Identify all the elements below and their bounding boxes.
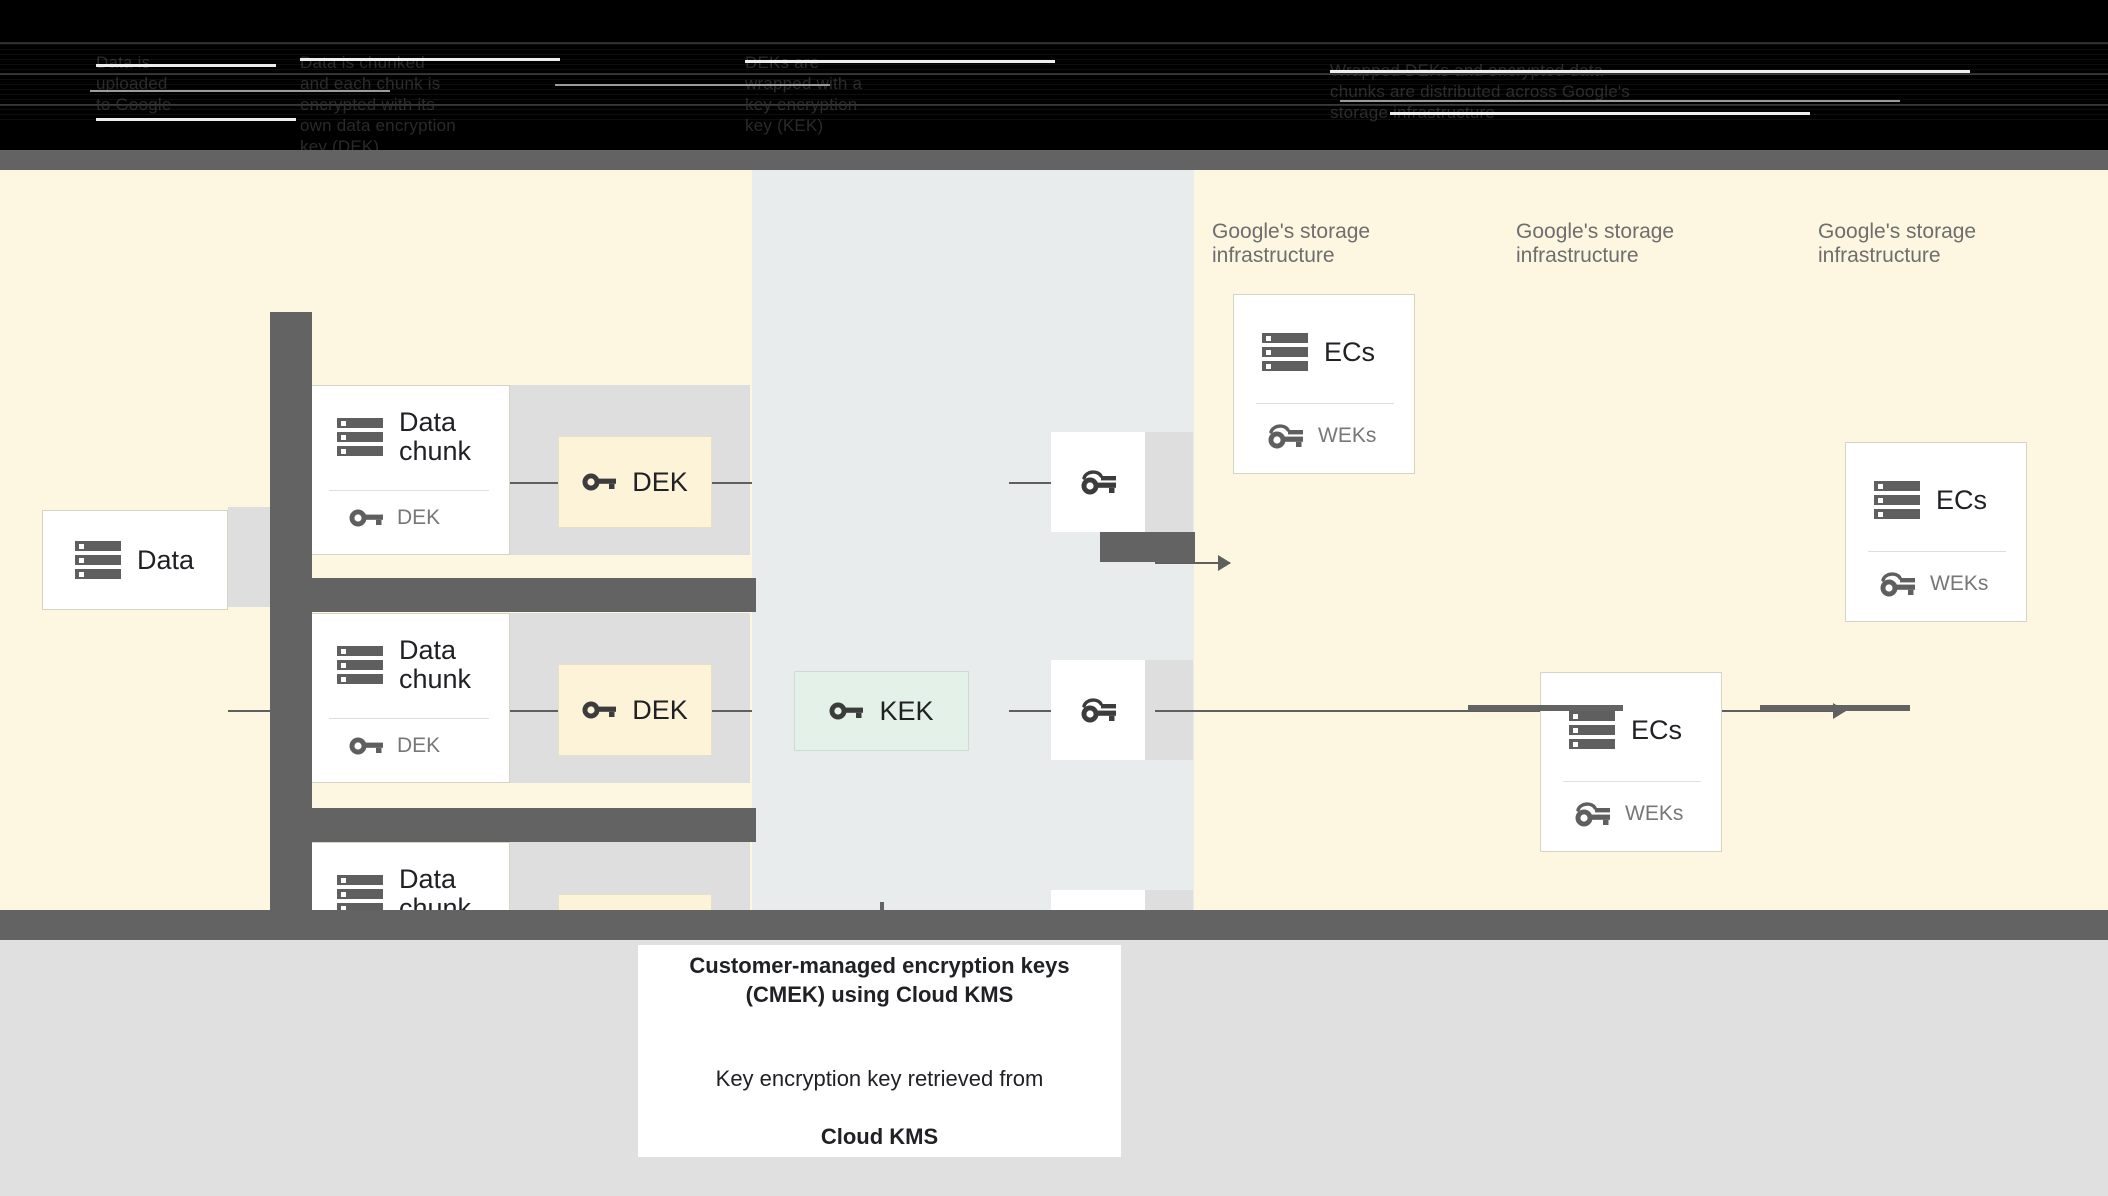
arrow-to-ec-1 xyxy=(1155,555,1231,571)
data-card[interactable]: Data xyxy=(42,510,228,610)
card-divider xyxy=(1563,781,1701,782)
glitch-bar-wkey-1 xyxy=(1100,532,1195,562)
ec-card-key-label: WEKs xyxy=(1625,802,1684,825)
connector-to-wkey-1 xyxy=(1009,482,1051,484)
connector-chunk1-to-dek1 xyxy=(510,482,558,484)
header-rule-2 xyxy=(0,73,2108,75)
glitch-bar-arrow-mid-1 xyxy=(1468,705,1623,711)
dek-box-2[interactable]: DEK xyxy=(558,664,712,756)
header-step-4: Wrapped DEKs and encrypted data chunks a… xyxy=(1330,60,1970,123)
storage-label-1: Google's storage infrastructure xyxy=(1212,220,1371,267)
wrapped-key-icon xyxy=(1880,572,1915,597)
ec-card-3[interactable]: ECs WEKs xyxy=(1540,672,1722,852)
header-glitch-line-9 xyxy=(1390,112,1810,115)
card-divider xyxy=(1256,403,1394,404)
key-icon xyxy=(582,701,617,719)
wrapped-key-icon xyxy=(1268,424,1303,449)
ec-card-title: ECs xyxy=(1324,336,1376,367)
ec-card-2[interactable]: ECs WEKs xyxy=(1845,442,2027,622)
wrapped-key-icon xyxy=(1081,470,1116,495)
ec-card-key-label: WEKs xyxy=(1318,424,1377,447)
header-glitch-line-7 xyxy=(1340,100,1900,102)
key-icon xyxy=(582,473,617,491)
wkey-shadow-1 xyxy=(1145,432,1193,532)
storage-icon xyxy=(337,646,383,684)
caption-subtitle-line2: Cloud KMS xyxy=(820,1124,939,1149)
data-card-label: Data xyxy=(137,544,195,575)
ec-card-1[interactable]: ECs WEKs xyxy=(1233,294,1415,474)
header-scanline-overlay xyxy=(0,44,2108,120)
header-glitch-line-4 xyxy=(1330,70,1970,73)
wrapped-key-box-2[interactable] xyxy=(1051,660,1145,760)
dek-box-label: DEK xyxy=(632,694,688,725)
caption-subtitle: Key encryption key retrieved from Cloud … xyxy=(716,1035,1044,1151)
wrapped-key-icon xyxy=(1081,698,1116,723)
chunk-card-key-label: DEK xyxy=(397,506,441,529)
glitch-speck xyxy=(880,902,884,910)
glitch-bar-bottom-band xyxy=(0,910,2108,942)
header-rule-3 xyxy=(0,104,2108,106)
header-glitch-line-2 xyxy=(300,58,560,61)
key-icon xyxy=(349,509,383,527)
kek-box-label: KEK xyxy=(879,695,934,726)
storage-icon xyxy=(337,418,383,456)
storage-icon xyxy=(1874,481,1920,519)
header-glitch-line-3 xyxy=(745,60,1055,63)
connector-chunk2-to-dek2 xyxy=(510,710,558,712)
key-icon xyxy=(349,737,383,755)
card-divider xyxy=(329,718,489,719)
encryption-flow-diagram: Data Data chunk DEK DEK xyxy=(0,150,2108,1012)
glitch-bar-horizontal-1 xyxy=(270,578,756,612)
chunk-card-1[interactable]: Data chunk DEK xyxy=(306,385,510,555)
caption-title: Customer-managed encryption keys (CMEK) … xyxy=(689,953,1070,1007)
kek-box[interactable]: KEK xyxy=(794,671,969,751)
caption-subtitle-line1: Key encryption key retrieved from xyxy=(715,1066,1044,1091)
connector-dek2-to-kekcol xyxy=(712,710,752,712)
dek-box-label: DEK xyxy=(632,466,688,497)
card-divider xyxy=(1868,551,2006,552)
chunk-card-title: Data chunk xyxy=(399,635,472,694)
chunk-card-2[interactable]: Data chunk DEK xyxy=(306,613,510,783)
header-step-3: DEKs are wrapped with a key encryption k… xyxy=(745,53,862,135)
storage-icon xyxy=(75,541,121,579)
header-glitch-line-1 xyxy=(96,64,276,67)
chunk-card-key-label: DEK xyxy=(397,734,441,757)
connector-kek-to-wkey-2 xyxy=(1009,710,1051,712)
wrapped-key-icon xyxy=(1575,802,1610,827)
storage-label-2: Google's storage infrastructure xyxy=(1516,220,1675,267)
ec-card-title: ECs xyxy=(1936,484,1988,515)
header-step-1: Data is uploaded to Google xyxy=(96,52,296,115)
header-rule-1 xyxy=(0,42,2108,44)
storage-label-3: Google's storage infrastructure xyxy=(1818,220,1977,267)
chunk-card-title: Data chunk xyxy=(399,407,472,466)
ec-card-title: ECs xyxy=(1631,714,1683,745)
card-divider xyxy=(329,490,489,491)
ec-card-key-label: WEKs xyxy=(1930,572,1989,595)
connector-data-to-fanout xyxy=(228,710,304,712)
glitch-bar-horizontal-2 xyxy=(270,808,756,842)
key-icon xyxy=(829,702,864,720)
glitch-bar-vertical xyxy=(270,312,312,942)
header-glitch-line-6 xyxy=(555,84,830,86)
storage-icon xyxy=(1569,711,1615,749)
storage-icon xyxy=(337,875,383,913)
wrapped-key-box-1[interactable] xyxy=(1051,432,1145,532)
glitch-bar-top-edge xyxy=(0,150,2108,170)
storage-icon xyxy=(1262,333,1308,371)
glitch-bar-arrow-mid-2 xyxy=(1760,705,1910,711)
connector-dek1-to-kekcol xyxy=(712,482,752,484)
header-banner: Data is uploaded to Google Data is chunk… xyxy=(0,0,2108,170)
header-glitch-line-5 xyxy=(90,90,390,92)
header-step-2: Data is chunked and each chunk is encryp… xyxy=(300,53,456,156)
caption-card: Customer-managed encryption keys (CMEK) … xyxy=(638,945,1121,1157)
dek-box-1[interactable]: DEK xyxy=(558,436,712,528)
header-glitch-line-8 xyxy=(96,118,296,121)
